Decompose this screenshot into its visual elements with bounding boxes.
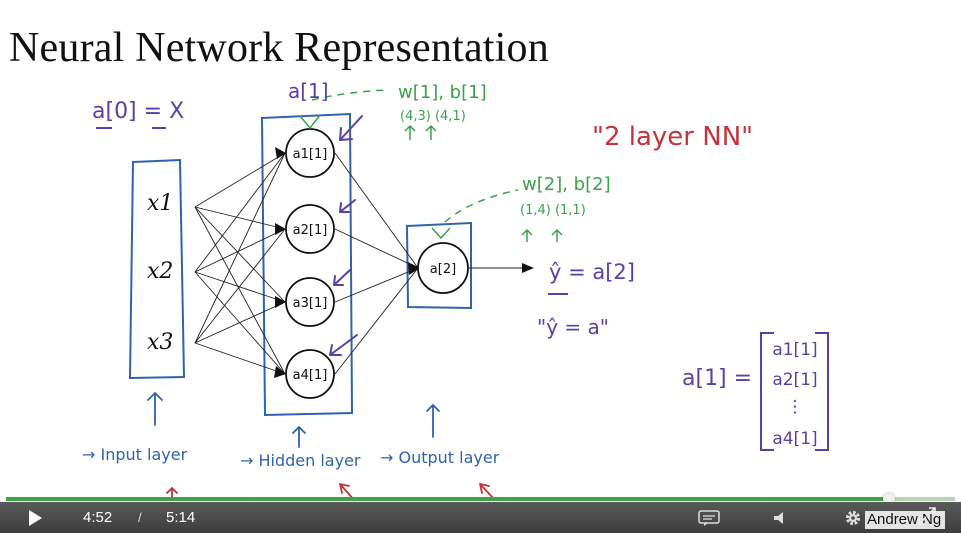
a1-vector-entry-4: a4[1] [772,429,817,449]
play-button[interactable] [22,502,48,533]
w2-b2-shapes: (1,4) (1,1) [520,203,586,218]
hidden-node-1-label: a1[1] [293,147,328,162]
a1-label: a[1] [288,79,329,103]
play-icon [29,509,42,526]
output-node [417,242,469,294]
hidden-nodes [285,128,335,399]
hidden-layer-label: → Hidden layer [240,451,361,470]
w1-dashed-curve [311,89,389,101]
hidden-node-3 [285,277,335,327]
w2-b2-label: w[2], b[2] [522,174,611,195]
hidden-arrowheads [274,147,286,378]
output-arrow-head [522,263,534,273]
yhat-equals-a2: ŷ = a[2] [549,260,635,284]
input-layer-label: → Input layer [82,445,188,464]
total-time: 5:14 [166,509,196,526]
lecture-slide: Neural Network Representation [9,25,829,500]
two-layer-nn-label: "2 layer NN" [592,122,753,152]
neural-network-diagram: x1 x2 x3 a1[1] a2[1] a3[1] a4[1] a[2] [82,79,829,500]
gear-icon [845,510,861,525]
hidden-layer-box [260,112,354,417]
hidden-node-4-label: a4[1] [293,368,328,383]
w2-dashed-curve [444,189,519,223]
w1-b1-shapes: (4,3) (4,1) [400,109,466,124]
output-node-label: a[2] [430,262,456,277]
hidden-node-2 [285,204,335,254]
a0-equals-x: a[0] = X [92,99,184,124]
hidden-node-3-label: a3[1] [293,296,328,311]
fullscreen-icon [918,507,936,525]
a1-vector-label: a[1] = [682,366,752,391]
volume-icon [774,511,783,524]
output-layer-box [405,221,472,310]
video-controls: 4:52 / 5:14 [0,502,961,533]
svg-text:⋮: ⋮ [787,397,804,417]
w1-b1-label: w[1], b[1] [398,82,487,103]
fullscreen-button[interactable] [917,506,937,526]
slide-title: Neural Network Representation [9,25,549,71]
output-layer-label: → Output layer [380,448,500,467]
a1-vector-entry-2: a2[1] [772,370,817,390]
yhat-quote: "ŷ = a" [537,315,609,339]
current-time: 4:52 [83,509,113,526]
settings-button[interactable] [843,502,863,533]
input-hidden-connections [194,152,286,375]
a1-vector-entry-1: a1[1] [772,340,817,360]
progress-bar[interactable] [6,493,955,505]
hidden-node-2-label: a2[1] [293,223,328,238]
input-x3: x3 [147,330,173,355]
time-separator: / [138,510,142,525]
captions-button[interactable] [697,502,721,533]
progress-fill [6,497,889,501]
captions-icon [698,509,720,526]
a1-vector: a1[1] a2[1] ⋮ a4[1] [760,332,829,451]
hidden-output-connections [334,152,419,375]
hidden-node-4 [285,349,335,399]
input-x2: x2 [147,259,173,284]
input-layer-box [128,158,186,380]
volume-button[interactable] [770,502,790,533]
output-arrowhead [408,262,420,275]
input-x1: x1 [147,191,173,216]
